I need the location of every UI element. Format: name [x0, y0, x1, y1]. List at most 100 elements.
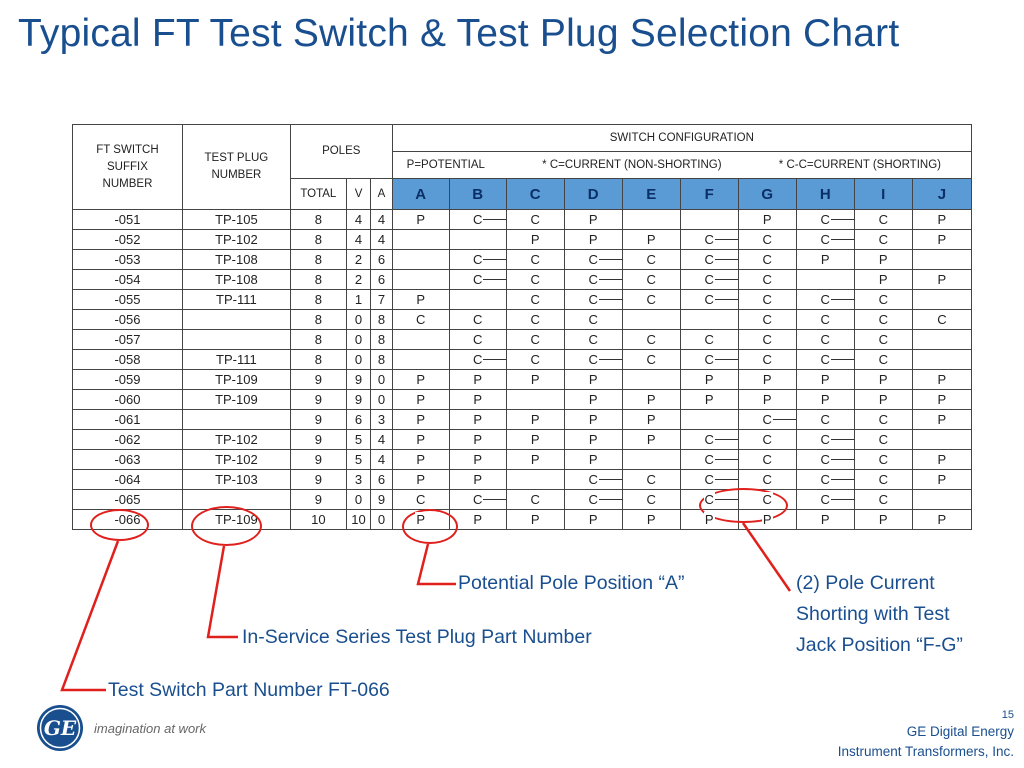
cell-config-f: C [679, 329, 739, 350]
shorting-link [825, 439, 854, 440]
cell-plug: TP-103 [181, 469, 291, 490]
cell-a: 4 [370, 229, 393, 250]
shorting-link [825, 359, 854, 360]
cell-config-e: C [621, 329, 681, 350]
cell-v: 0 [345, 329, 372, 350]
cell-config-b: P [448, 429, 507, 450]
cell-config-d: C [563, 469, 623, 490]
cell-total: 9 [289, 409, 347, 430]
cell-config-e: P [621, 509, 681, 530]
cell-plug: TP-102 [181, 449, 291, 470]
cell-config-f: C [679, 249, 739, 270]
header-letter-e: E [621, 178, 681, 210]
shorting-link [709, 479, 738, 480]
cell-config-g: C [737, 489, 797, 510]
cell-config-j: P [911, 409, 973, 430]
cell-config-h: C [795, 349, 855, 370]
cell-config-i: P [853, 369, 913, 390]
cell-config-a: P [391, 389, 450, 410]
cell-config-b: C [448, 489, 507, 510]
footer-company-full: Instrument Transformers, Inc. [837, 744, 1014, 759]
shorting-link [477, 279, 506, 280]
cell-v: 2 [345, 269, 372, 290]
cell-config-c [505, 389, 565, 410]
cell-config-j: P [911, 509, 973, 530]
cell-config-h [795, 269, 855, 290]
shorting-link [477, 219, 506, 220]
cell-suffix: -054 [72, 269, 183, 290]
cell-config-a: P [391, 369, 450, 390]
cell-config-i: C [853, 409, 913, 430]
cell-config-e [621, 449, 681, 470]
shorting-link [825, 459, 854, 460]
cell-suffix: -055 [72, 289, 183, 310]
cell-a: 6 [370, 249, 393, 270]
cell-config-g: C [737, 269, 797, 290]
slide-title: Typical FT Test Switch & Test Plug Selec… [18, 12, 900, 55]
leader-line-shorting [741, 522, 792, 592]
cell-config-a [391, 329, 450, 350]
cell-plug: TP-108 [181, 249, 291, 270]
cell-suffix: -062 [72, 429, 183, 450]
cell-config-b: C [448, 249, 507, 270]
cell-total: 8 [289, 209, 347, 230]
cell-config-j [911, 249, 973, 270]
cell-suffix: -063 [72, 449, 183, 470]
cell-a: 4 [370, 429, 393, 450]
cell-total: 10 [289, 509, 347, 530]
cell-config-d: P [563, 409, 623, 430]
cell-suffix: -060 [72, 389, 183, 410]
header-letter-b: B [448, 178, 507, 210]
cell-a: 8 [370, 329, 393, 350]
cell-v: 5 [345, 429, 372, 450]
cell-config-h: C [795, 449, 855, 470]
cell-config-a [391, 249, 450, 270]
cell-config-f: C [679, 429, 739, 450]
cell-a: 6 [370, 469, 393, 490]
cell-plug: TP-102 [181, 429, 291, 450]
header-a: A [370, 178, 393, 210]
cell-config-c: C [505, 249, 565, 270]
cell-config-b: P [448, 409, 507, 430]
shorting-link [825, 299, 854, 300]
cell-plug: TP-105 [181, 209, 291, 230]
cell-config-c: C [505, 209, 565, 230]
header-letter-c: C [505, 178, 565, 210]
header-switch-legend: P=POTENTIAL * C=CURRENT (NON-SHORTING) *… [391, 151, 973, 179]
cell-config-c: P [505, 369, 565, 390]
cell-config-j: P [911, 209, 973, 230]
cell-config-a: C [391, 309, 450, 330]
cell-plug [181, 309, 291, 330]
cell-total: 9 [289, 369, 347, 390]
cell-config-e: C [621, 469, 681, 490]
cell-config-f: C [679, 289, 739, 310]
cell-config-f: C [679, 449, 739, 470]
cell-total: 8 [289, 229, 347, 250]
cell-config-d: C [563, 289, 623, 310]
cell-config-g: C [737, 229, 797, 250]
cell-config-i: C [853, 449, 913, 470]
cell-plug: TP-109 [181, 389, 291, 410]
cell-config-j [911, 349, 973, 370]
cell-config-a: P [391, 409, 450, 430]
shorting-link [593, 259, 622, 260]
cell-config-b: C [448, 209, 507, 230]
cell-config-h: P [795, 249, 855, 270]
cell-config-b [448, 289, 507, 310]
shorting-link [709, 359, 738, 360]
cell-config-c [505, 469, 565, 490]
cell-config-g: C [737, 349, 797, 370]
cell-config-j: P [911, 369, 973, 390]
cell-config-f: C [679, 349, 739, 370]
cell-config-c: P [505, 229, 565, 250]
cell-config-f: C [679, 229, 739, 250]
leader-line-potential [416, 543, 456, 586]
cell-config-i: P [853, 249, 913, 270]
